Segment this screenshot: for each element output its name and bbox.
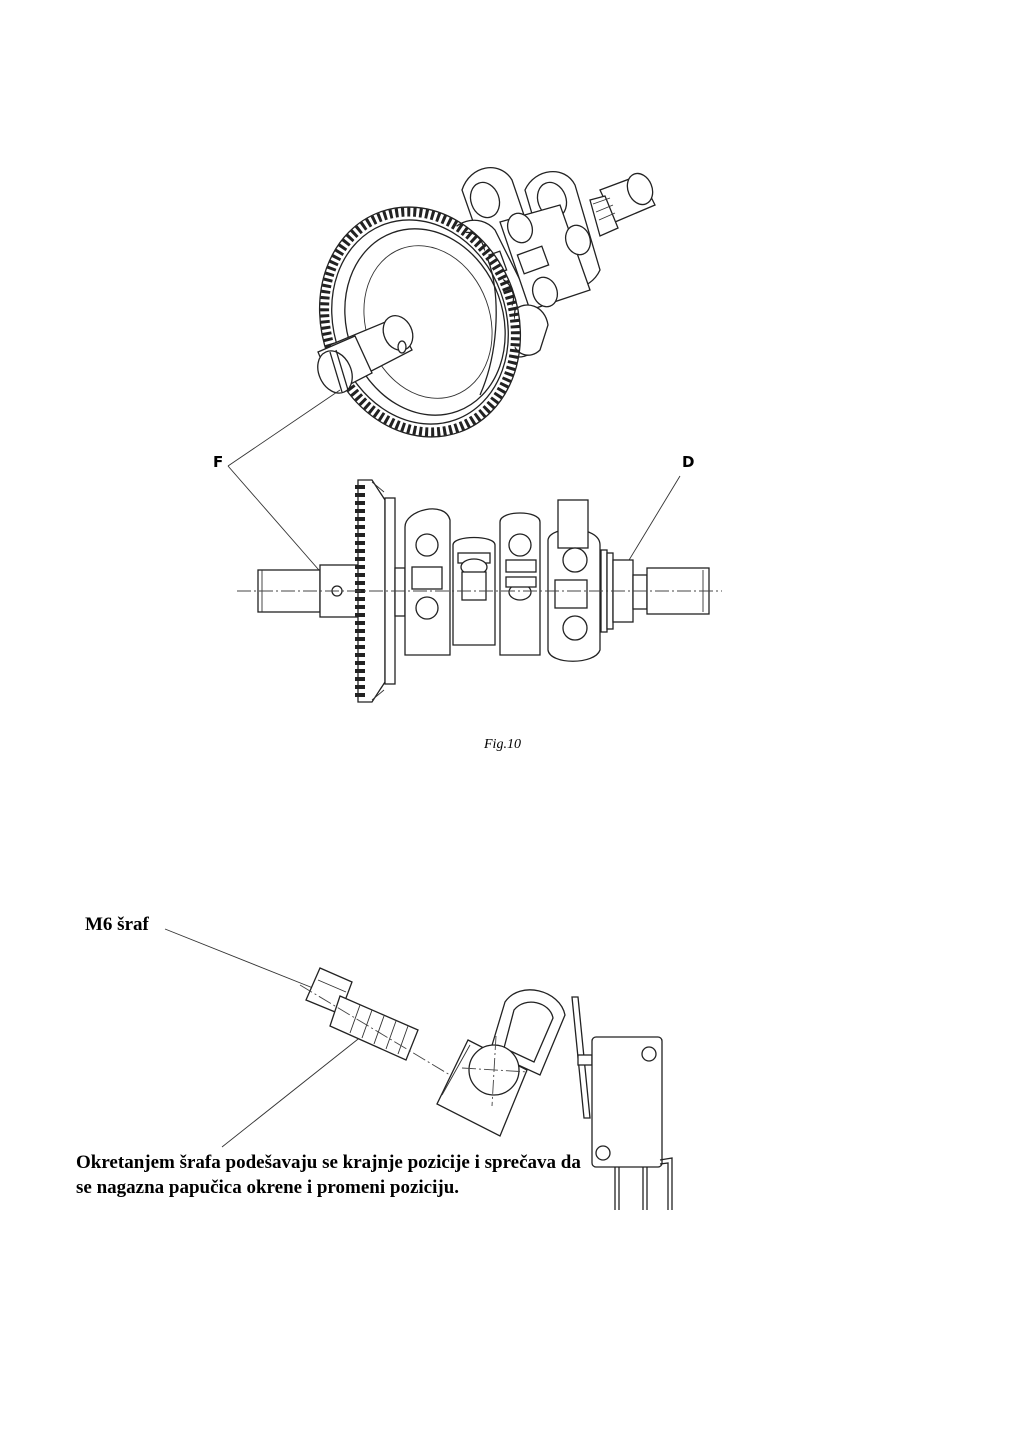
adjustment-description: Okretanjem šrafa podešavaju se krajnje p… xyxy=(76,1152,581,1198)
iso-bevel-gear xyxy=(318,206,522,438)
isometric-view xyxy=(317,167,656,438)
figure-caption: Fig.10 xyxy=(484,737,521,752)
m6-screw xyxy=(299,967,501,1106)
screw-label-leader xyxy=(164,928,319,991)
pedal-plate xyxy=(436,989,566,1137)
screw-label: M6 šraf xyxy=(85,914,149,935)
callout-d: D xyxy=(682,453,695,471)
iso-shaft-front xyxy=(317,314,414,394)
side-cam-plates xyxy=(404,499,601,662)
side-view xyxy=(237,479,722,703)
description-leader xyxy=(221,1027,373,1148)
camshaft-assembly-drawing xyxy=(227,167,722,703)
callout-f: F xyxy=(213,453,224,471)
iso-shaft-right-end xyxy=(589,172,656,237)
callout-leaders xyxy=(227,389,681,586)
